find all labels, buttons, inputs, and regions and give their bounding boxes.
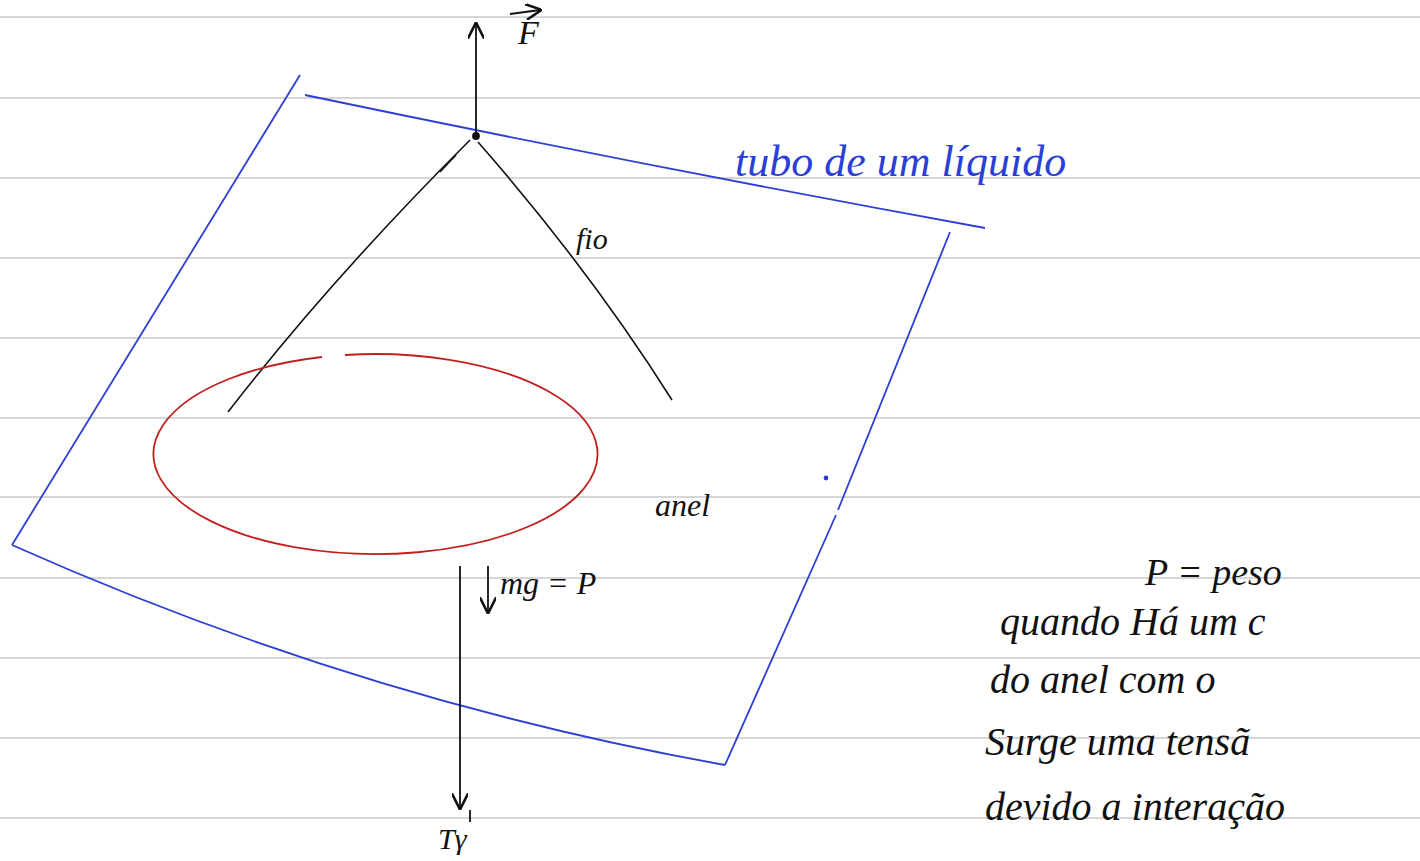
force-arrow xyxy=(473,10,540,139)
tension-label: Tγ xyxy=(438,822,467,855)
note-text: P = peso xyxy=(1145,552,1282,594)
ring xyxy=(154,354,598,554)
weight-label: mg = P xyxy=(500,566,596,601)
ruled-lines xyxy=(0,17,1420,818)
note-text: quando Há um c xyxy=(1000,600,1266,644)
note-text: do anel com o xyxy=(990,658,1216,702)
note-text: devido a interação xyxy=(985,785,1285,829)
thread-label: fio xyxy=(576,222,608,255)
weight-arrows xyxy=(460,566,488,822)
threads xyxy=(228,140,672,412)
vector-label: F xyxy=(518,14,539,51)
ring-label: anel xyxy=(655,488,710,523)
film-label: tubo de um líquido xyxy=(735,138,1066,186)
note-text: Surge uma tensã xyxy=(985,720,1250,764)
